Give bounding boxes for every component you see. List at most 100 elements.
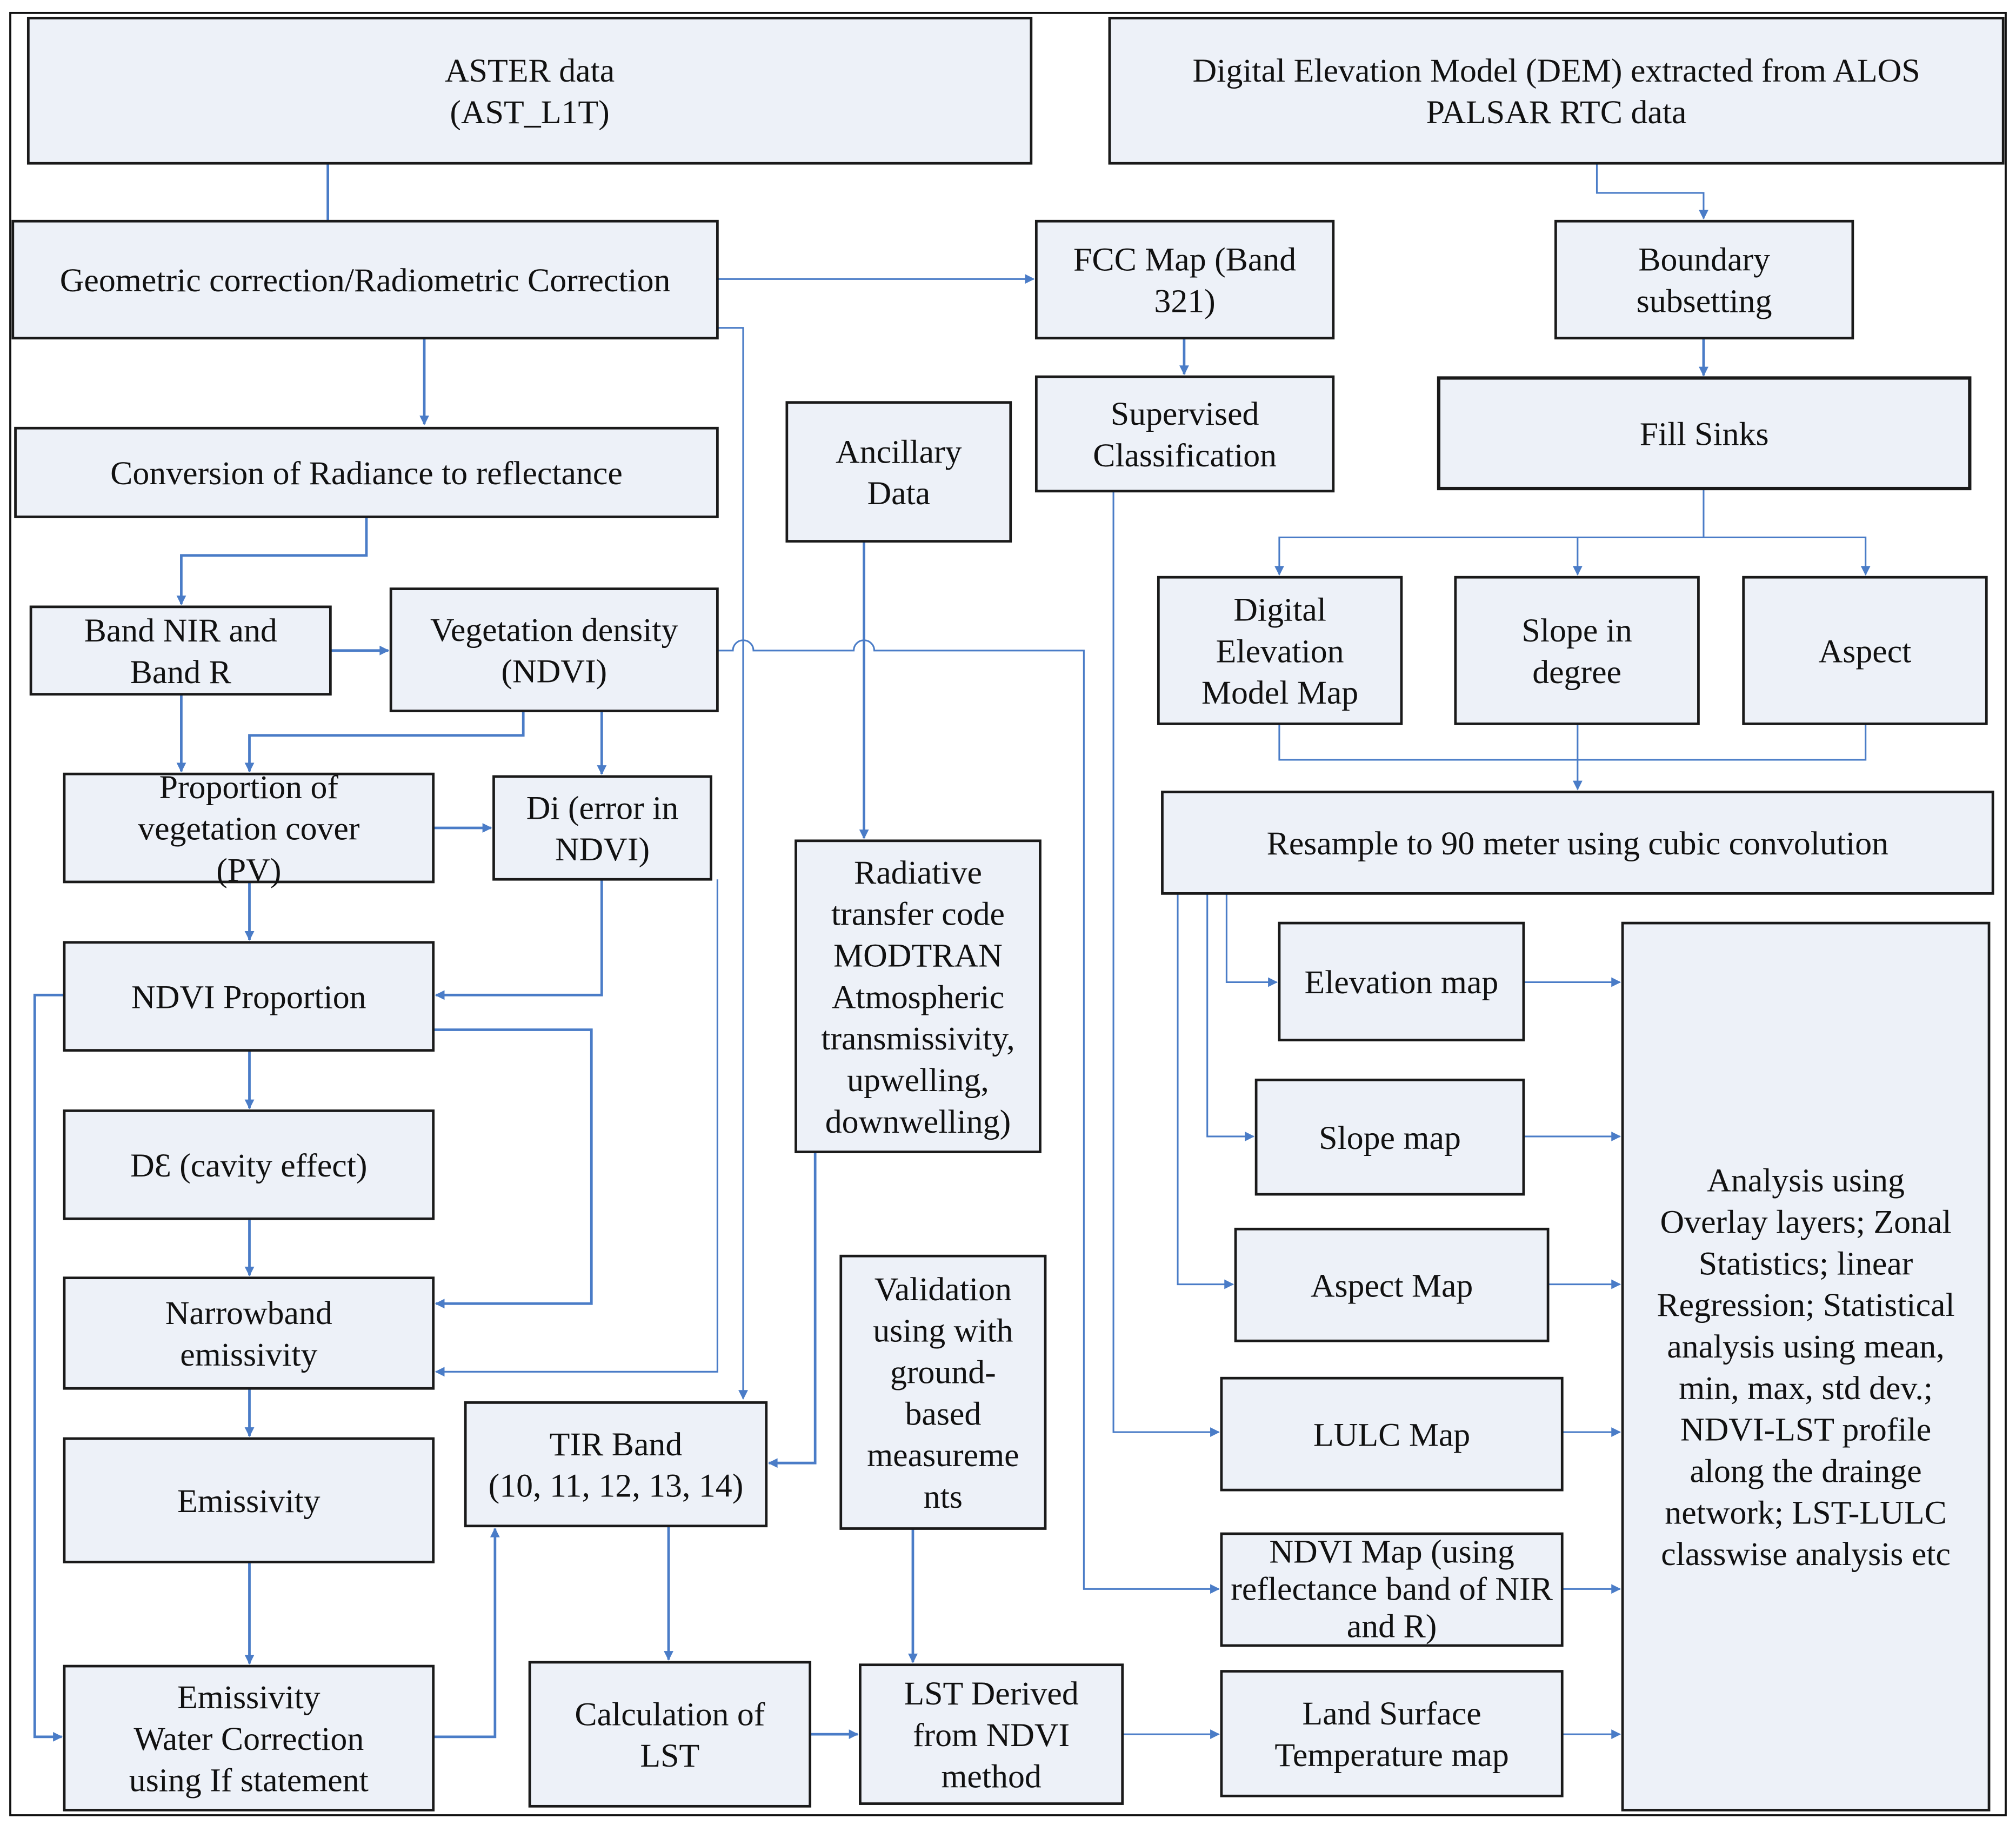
- box-label-line: Data: [867, 475, 930, 512]
- box-shape: [1161, 791, 1994, 895]
- arrow-connector: [1112, 491, 1220, 1437]
- box-shape: [1034, 375, 1335, 493]
- box-label-line: measureme: [867, 1437, 1019, 1474]
- box-shape: [63, 1109, 435, 1220]
- box-shape: [528, 1661, 812, 1808]
- box-label-line: Proportion of: [159, 769, 339, 806]
- box-shape: [492, 775, 712, 881]
- box-label-line: Temperature map: [1274, 1737, 1508, 1774]
- arrow-connector: [435, 879, 718, 1377]
- box-geometric: Geometric correction/Radiometric Correct…: [11, 219, 719, 340]
- box-slope-map: Slope map: [1254, 1078, 1525, 1196]
- arrow-connector: [767, 1152, 817, 1468]
- box-di: Di (error in NDVI): [492, 775, 712, 881]
- box-label-line: using If statement: [129, 1762, 369, 1799]
- box-label-line: Ancillary: [836, 433, 962, 470]
- box-label-line: ground-: [890, 1354, 996, 1391]
- box-shape: [26, 17, 1033, 165]
- box-shape: [1220, 1532, 1564, 1647]
- box-shape: [1234, 1227, 1550, 1342]
- box-shape: [63, 1437, 435, 1563]
- box-label-line: Narrowband: [165, 1295, 332, 1332]
- box-label-line: Statistics; linear: [1699, 1245, 1913, 1282]
- box-shape: [464, 1401, 768, 1528]
- box-label-line: upwelling,: [847, 1062, 989, 1099]
- box-label-line: and R): [1347, 1608, 1437, 1645]
- box-shape: [389, 587, 719, 712]
- box-label-line: Di (error in: [526, 790, 679, 826]
- box-label-line: Band R: [130, 654, 232, 691]
- box-label-line: from NDVI: [913, 1717, 1070, 1754]
- box-label-line: network; LST-LULC: [1665, 1494, 1947, 1531]
- box-label-line: TIR Band: [550, 1426, 683, 1463]
- arrow-connector: [176, 517, 368, 605]
- arrow-connector: [717, 327, 748, 1400]
- box-label-line: Land Surface: [1302, 1695, 1481, 1732]
- arrow-connector: [1274, 489, 1705, 576]
- box-shape: [1554, 219, 1854, 340]
- box-label-line: Emissivity: [177, 1483, 321, 1520]
- arrow-connector: [33, 993, 64, 1742]
- box-aster: ASTER data(AST_L1T): [26, 17, 1033, 165]
- box-label-line: Aspect Map: [1311, 1267, 1473, 1304]
- box-label-line: ASTER data: [445, 52, 615, 89]
- arrow-connector: [435, 879, 603, 1000]
- box-aspect: Aspect: [1742, 576, 1988, 725]
- box-label-line: NDVI-LST profile: [1680, 1412, 1931, 1448]
- box-shape: [1278, 921, 1525, 1041]
- box-label-line: Vegetation density: [430, 612, 678, 648]
- box-label-line: Resample to 90 meter using cubic convolu…: [1267, 825, 1888, 862]
- box-label-line: MODTRAN: [833, 937, 1003, 974]
- box-label-line: NDVI): [555, 831, 650, 868]
- box-label-line: Aspect: [1819, 633, 1912, 670]
- box-conversion: Conversion of Radiance to reflectance: [14, 426, 719, 518]
- box-label-line: Classification: [1093, 437, 1277, 474]
- box-label-line: method: [941, 1759, 1042, 1795]
- box-label-line: (PV): [216, 852, 281, 889]
- box-label-line: Slope map: [1319, 1120, 1461, 1156]
- box-label-line: Boundary: [1638, 242, 1770, 278]
- box-shape: [1437, 376, 1972, 491]
- box-shape: [29, 605, 332, 696]
- arrow-connector: [1206, 893, 1255, 1141]
- box-shape: [1220, 1376, 1564, 1492]
- box-fill-sinks: Fill Sinks: [1437, 376, 1972, 491]
- connectors: [33, 163, 1871, 1742]
- box-shape: [859, 1663, 1124, 1805]
- box-label-line: Fill Sinks: [1640, 416, 1769, 452]
- box-shape: [839, 1254, 1047, 1530]
- box-label-line: reflectance band of NIR: [1231, 1571, 1553, 1608]
- box-label-line: LST Derived: [904, 1675, 1078, 1712]
- box-label-line: nts: [924, 1479, 963, 1515]
- arrow-connector: [433, 1527, 500, 1739]
- box-veg-density: Vegetation density(NDVI): [389, 587, 719, 712]
- box-shape: [63, 941, 435, 1052]
- box-label-line: (10, 11, 12, 13, 14): [489, 1468, 744, 1505]
- box-label-line: Elevation map: [1304, 964, 1498, 1001]
- box-label-line: 321): [1154, 283, 1215, 320]
- box-label-line: Conversion of Radiance to reflectance: [110, 455, 623, 492]
- box-shape: [1157, 576, 1403, 725]
- box-lulc-map: LULC Map: [1220, 1376, 1564, 1492]
- box-shape: [1621, 921, 1991, 1811]
- box-emissivity: Emissivity: [63, 1437, 435, 1563]
- box-aspect-map: Aspect Map: [1234, 1227, 1550, 1342]
- box-shape: [63, 1664, 435, 1811]
- box-label-line: LULC Map: [1313, 1416, 1470, 1453]
- box-label-line: subsetting: [1637, 283, 1772, 320]
- box-tir: TIR Band (10, 11, 12, 13, 14): [464, 1401, 768, 1528]
- arrow-connector: [1177, 893, 1234, 1289]
- box-label-line: Emissivity: [177, 1679, 321, 1716]
